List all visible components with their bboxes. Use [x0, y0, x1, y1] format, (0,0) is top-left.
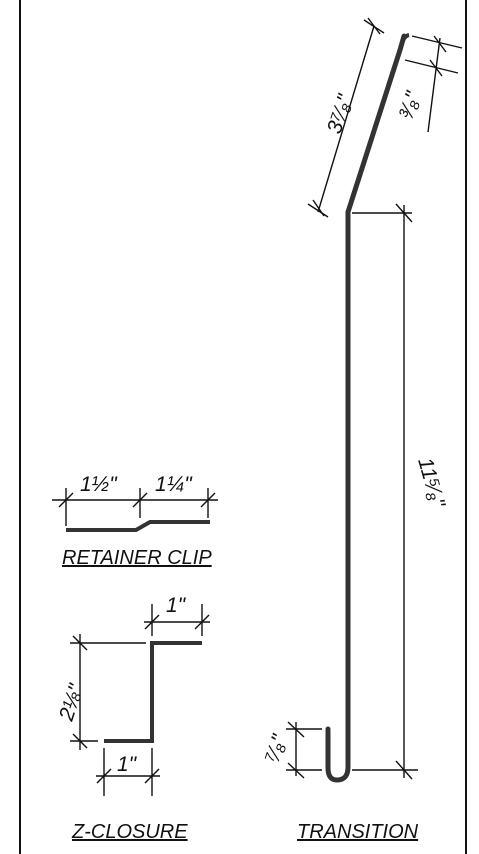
dim-line-vertical — [352, 203, 418, 780]
dim-label-z-bottom: 1" — [117, 753, 138, 776]
dim-line-z-bottom — [96, 748, 160, 796]
dim-label-hem: ⁷⁄₈" — [261, 731, 292, 766]
dim-label-z-top: 1" — [166, 594, 187, 617]
z-closure-caption: Z-CLOSURE — [71, 821, 188, 843]
dim-line-hook — [404, 35, 463, 133]
retainer-clip-profile — [66, 520, 210, 532]
transition-detail: 3⁷⁄₈" ³⁄₈" 11⁵⁄₈" ⁷⁄₈" TRANSIT — [261, 17, 463, 843]
dim-label-clip-right: 1¼" — [155, 473, 193, 496]
dim-line-angled — [307, 17, 385, 218]
z-closure-detail: 1" 2⅛" 1" Z-CLOSURE — [55, 594, 210, 843]
transition-caption: TRANSITION — [297, 821, 419, 843]
transition-hook — [398, 33, 410, 51]
transition-profile — [325, 33, 407, 783]
dim-line-clip — [52, 488, 218, 526]
sheet-border — [19, 0, 467, 854]
dim-label-z-height: 2⅛" — [55, 680, 89, 724]
dim-label-clip-left: 1½" — [80, 473, 118, 496]
dim-line-z-height — [70, 634, 146, 750]
dim-line-hem — [286, 721, 322, 779]
dim-line-z-top — [144, 604, 210, 636]
dim-label-vertical: 11⁵⁄₈" — [413, 455, 449, 511]
z-closure-profile — [104, 641, 202, 743]
retainer-clip-caption: RETAINER CLIP — [62, 547, 212, 569]
retainer-clip-detail: 1½" 1¼" RETAINER CLIP — [52, 473, 218, 569]
dim-label-hook: ³⁄₈" — [395, 88, 426, 122]
